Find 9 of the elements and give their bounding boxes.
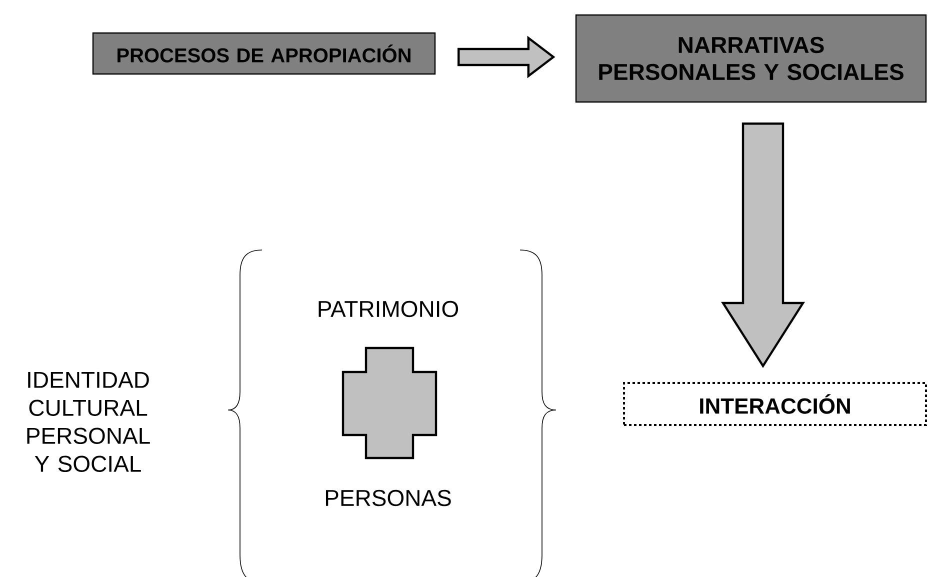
process-box: INTERACCIÓN <box>623 382 927 426</box>
label: IDENTIDAD CULTURAL PERSONAL Y SOCIAL <box>27 372 150 472</box>
process-box: PROCESOS DE APROPIACIÓN <box>92 32 436 75</box>
block-arrow <box>721 122 805 368</box>
process-box: NARRATIVAS PERSONALES Y SOCIALES <box>575 14 927 103</box>
label: PERSONAS <box>326 490 451 506</box>
block-arrow <box>458 36 556 78</box>
cross-shape <box>342 346 438 460</box>
label: PATRIMONIO <box>318 300 458 318</box>
